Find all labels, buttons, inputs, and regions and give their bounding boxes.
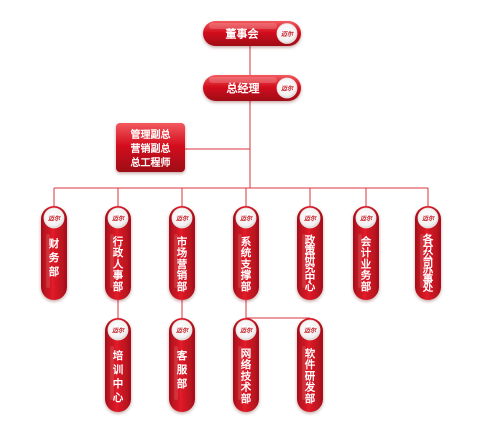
node-general-manager bbox=[203, 75, 301, 101]
svg-text:迈尔: 迈尔 bbox=[48, 215, 61, 223]
department-node-label: 会计业务部 bbox=[361, 235, 372, 293]
badge-icon: 迈尔 bbox=[355, 207, 377, 229]
svg-text:迈尔: 迈尔 bbox=[304, 327, 317, 335]
node-vice-presidents bbox=[116, 123, 185, 172]
department-node-label: 行政人事部 bbox=[112, 235, 124, 293]
badge-icon: 迈尔 bbox=[299, 207, 321, 229]
svg-text:迈尔: 迈尔 bbox=[240, 215, 253, 223]
sub-department-node-label: 客服部 bbox=[176, 349, 188, 390]
badge-icon: 迈尔 bbox=[276, 77, 298, 99]
sub-department-node-label: 培训中心 bbox=[113, 349, 124, 404]
svg-text:迈尔: 迈尔 bbox=[112, 215, 125, 223]
vice-president-line: 管理副总 bbox=[131, 128, 171, 141]
department-node-label: 各分公司办事处 bbox=[422, 232, 434, 293]
svg-text:迈尔: 迈尔 bbox=[281, 85, 294, 93]
department-node-label: 财务部 bbox=[48, 237, 60, 278]
svg-text:迈尔: 迈尔 bbox=[304, 215, 317, 223]
vice-president-line: 总工程师 bbox=[131, 156, 171, 169]
node-board-label: 董事会 bbox=[226, 27, 260, 41]
department-node-label: 市场营销部 bbox=[177, 235, 188, 293]
badge-icon: 迈尔 bbox=[107, 207, 129, 229]
svg-text:迈尔: 迈尔 bbox=[176, 215, 189, 223]
svg-text:迈尔: 迈尔 bbox=[360, 215, 373, 223]
svg-text:迈尔: 迈尔 bbox=[112, 327, 125, 335]
svg-text:迈尔: 迈尔 bbox=[240, 327, 253, 335]
node-board bbox=[203, 21, 301, 46]
svg-text:迈尔: 迈尔 bbox=[281, 30, 294, 38]
connector-lines bbox=[53, 46, 429, 322]
node-general-manager-label: 总经理 bbox=[227, 81, 260, 95]
sub-department-node-label: 软件研发部 bbox=[304, 347, 316, 405]
svg-text:迈尔: 迈尔 bbox=[422, 215, 435, 223]
badge-icon: 迈尔 bbox=[171, 319, 193, 341]
badge-icon: 迈尔 bbox=[235, 207, 257, 229]
badge-icon: 迈尔 bbox=[235, 319, 257, 341]
badge-icon: 迈尔 bbox=[107, 319, 129, 341]
badge-icon: 迈尔 bbox=[43, 207, 65, 229]
badge-icon: 迈尔 bbox=[171, 207, 193, 229]
svg-text:迈尔: 迈尔 bbox=[176, 327, 189, 335]
department-node-label: 系统支撑部 bbox=[240, 235, 252, 293]
badge-icon: 迈尔 bbox=[417, 207, 439, 229]
badge-icon: 迈尔 bbox=[299, 319, 321, 341]
badge-icon: 迈尔 bbox=[276, 23, 298, 44]
vice-president-line: 营销副总 bbox=[131, 142, 171, 155]
department-node-label: 政策研究中心 bbox=[304, 233, 316, 293]
sub-department-node-label: 网络技术部 bbox=[240, 348, 252, 405]
